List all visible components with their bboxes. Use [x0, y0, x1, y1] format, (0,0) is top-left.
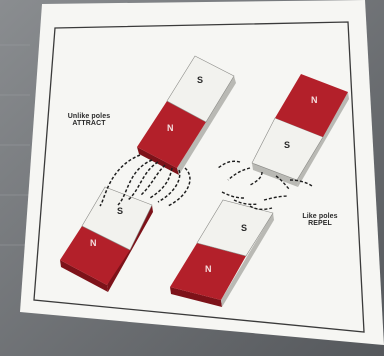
attract-label-line2: ATTRACT — [64, 120, 114, 127]
attract-label: Unlike poles ATTRACT — [64, 113, 114, 128]
repel-label-line2: REPEL — [298, 220, 342, 227]
pole-letter-north-bottom-left: N — [90, 239, 97, 248]
pole-letter-north-top-left: N — [167, 124, 174, 133]
attract-label-line1: Unlike poles — [64, 113, 114, 120]
repel-label: Like poles REPEL — [298, 213, 342, 228]
pole-letter-north-bottom-right: N — [205, 265, 212, 274]
pole-letter-south-bottom-right: S — [241, 224, 247, 233]
pole-letter-south-top-left: S — [197, 76, 203, 85]
pole-letter-south-top-right: S — [284, 141, 290, 150]
pole-letter-north-top-right: N — [311, 96, 318, 105]
repel-label-line1: Like poles — [298, 213, 342, 220]
pole-letter-south-bottom-left: S — [117, 207, 123, 216]
